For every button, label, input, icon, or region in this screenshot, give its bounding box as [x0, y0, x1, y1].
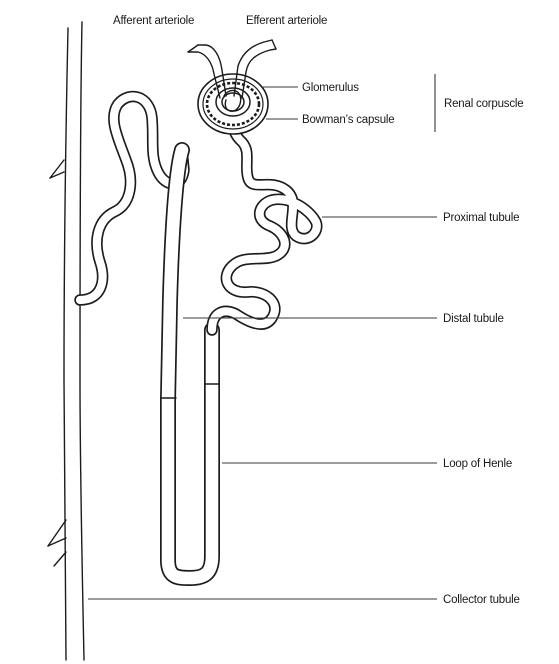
bowmans-capsule-label: Bowman’s capsule: [302, 114, 394, 126]
proximal-tubule-tube: [212, 118, 317, 330]
collector-tubule-label: Collector tubule: [443, 594, 520, 606]
collecting-duct: [48, 22, 84, 660]
proximal-tubule-label: Proximal tubule: [443, 212, 519, 224]
distal-tubule-label: Distal tubule: [443, 313, 504, 325]
efferent-arteriole-label: Efferent arteriole: [246, 15, 327, 27]
renal-corpuscle-label: Renal corpuscle: [444, 98, 523, 110]
glomerulus-label: Glomerulus: [302, 82, 359, 94]
renal-corpuscle-drawing: [188, 40, 276, 134]
afferent-arteriole-label: Afferent arteriole: [113, 15, 194, 27]
loop-of-henle-label: Loop of Henle: [443, 458, 512, 470]
loop-of-henle-tube: [162, 150, 219, 578]
leader-lines: [88, 74, 437, 599]
